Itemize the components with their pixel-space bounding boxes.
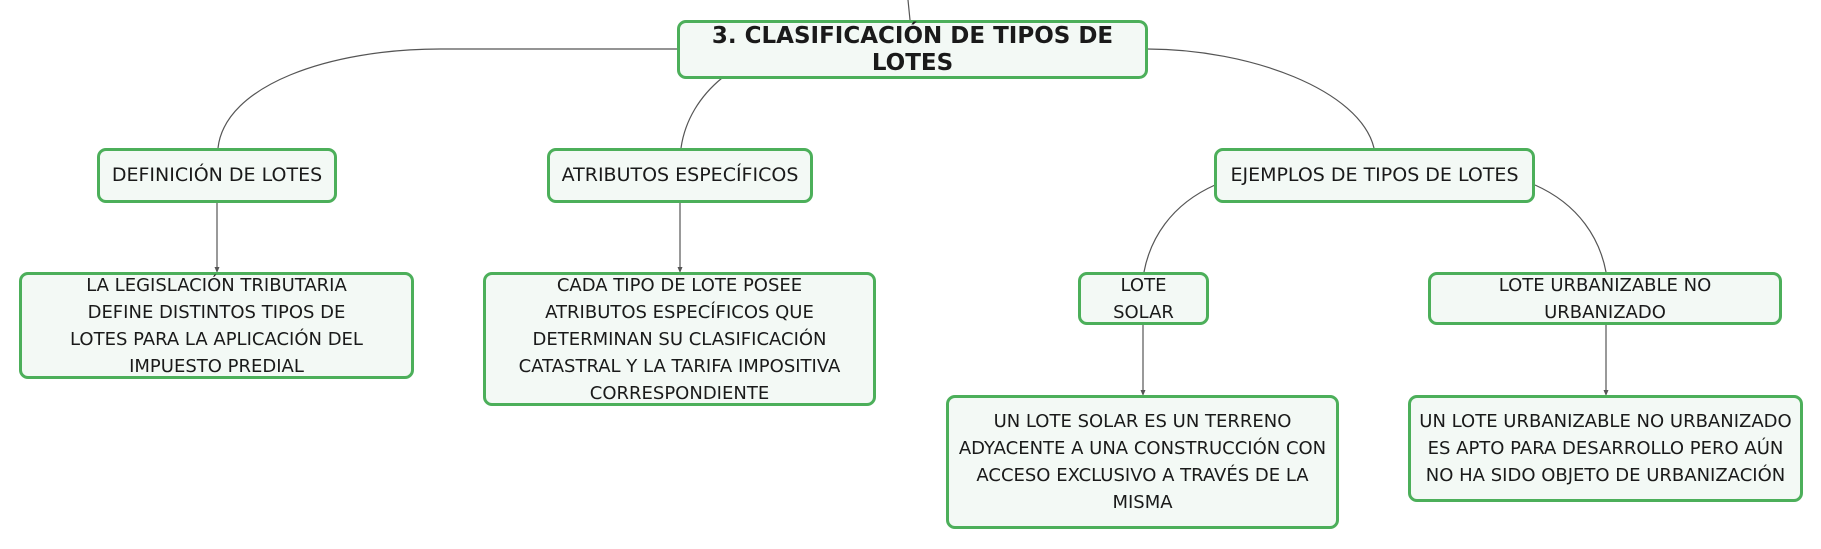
detail-lote-solar[interactable]: UN LOTE SOLAR ES UN TERRENO ADYACENTE A …	[946, 395, 1339, 529]
detail-definicion-text: LA LEGISLACIÓN TRIBUTARIA DEFINE DISTINT…	[70, 274, 363, 377]
connector-root-ejemplos	[1146, 48, 1375, 149]
topic-definicion-lotes[interactable]: DEFINICIÓN DE LOTES	[97, 148, 337, 203]
subtopic-lote-solar-label: LOTE SOLAR	[1113, 274, 1174, 323]
detail-atributos[interactable]: CADA TIPO DE LOTE POSEE ATRIBUTOS ESPECÍ…	[483, 272, 876, 406]
topic-ejemplos-tipos-lotes[interactable]: EJEMPLOS DE TIPOS DE LOTES	[1214, 148, 1535, 203]
arrowhead-atributos-detail	[677, 267, 683, 273]
subtopic-lote-solar[interactable]: LOTE SOLAR	[1078, 272, 1209, 325]
subtopic-lote-urbanizable[interactable]: LOTE URBANIZABLE NO URBANIZADO	[1428, 272, 1782, 325]
topic-atributos-label: ATRIBUTOS ESPECÍFICOS	[561, 164, 799, 186]
topic-ejemplos-label: EJEMPLOS DE TIPOS DE LOTES	[1230, 164, 1519, 186]
arrowhead-definicion-detail	[214, 267, 220, 273]
connector-ejemplos-loteurbanizable	[1534, 184, 1607, 273]
connector-ejemplos-lotesolar	[1143, 184, 1216, 273]
connector-root-parent	[907, 0, 911, 21]
root-node[interactable]: 3. CLASIFICACIÓN DE TIPOS DE LOTES	[677, 20, 1148, 79]
arrowhead-lotesolar-detail	[1140, 390, 1146, 396]
topic-atributos-especificos[interactable]: ATRIBUTOS ESPECÍFICOS	[547, 148, 813, 203]
detail-atributos-text: CADA TIPO DE LOTE POSEE ATRIBUTOS ESPECÍ…	[518, 274, 841, 404]
detail-lote-urbanizable-text: UN LOTE URBANIZABLE NO URBANIZADO ES APT…	[1419, 411, 1792, 486]
topic-definicion-label: DEFINICIÓN DE LOTES	[111, 164, 323, 186]
arrowhead-loteurbanizable-detail	[1603, 390, 1609, 396]
detail-lote-solar-text: UN LOTE SOLAR ES UN TERRENO ADYACENTE A …	[958, 411, 1327, 513]
subtopic-lote-urbanizable-label: LOTE URBANIZABLE NO URBANIZADO	[1498, 274, 1712, 323]
connector-root-definicion	[217, 48, 677, 149]
detail-definicion[interactable]: LA LEGISLACIÓN TRIBUTARIA DEFINE DISTINT…	[19, 272, 414, 379]
connector-root-atributos	[680, 77, 723, 149]
detail-lote-urbanizable[interactable]: UN LOTE URBANIZABLE NO URBANIZADO ES APT…	[1408, 395, 1803, 502]
root-label: 3. CLASIFICACIÓN DE TIPOS DE LOTES	[711, 22, 1114, 76]
